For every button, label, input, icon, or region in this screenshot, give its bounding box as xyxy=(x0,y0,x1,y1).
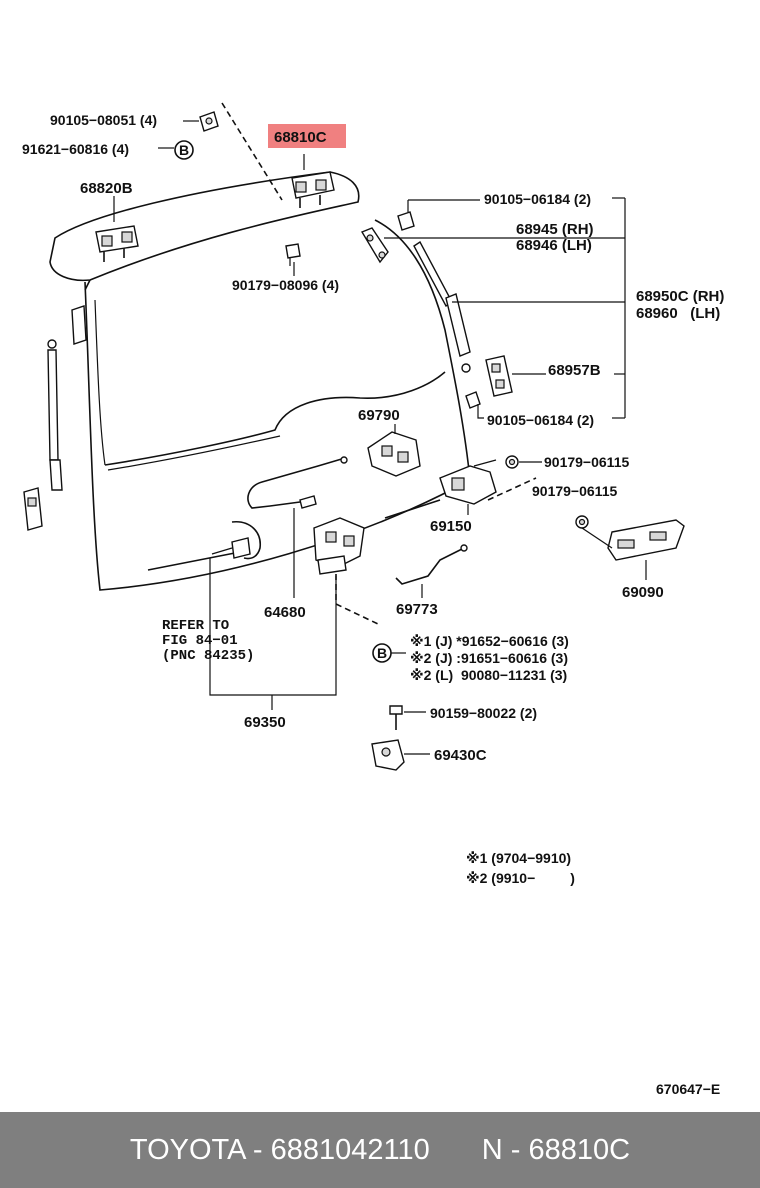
parts-diagram: 90105−08051 (4) 91621−60816 (4) B 68810C… xyxy=(22,102,724,1097)
bolt-icon xyxy=(199,111,219,132)
left-hinge-drawing xyxy=(23,487,43,531)
part-69350-drawing xyxy=(313,517,365,575)
part-68820b-drawing xyxy=(95,225,139,262)
label-diagram-code: 670647−E xyxy=(656,1081,720,1097)
part-68957b-drawing xyxy=(485,355,513,397)
part-69790-drawing xyxy=(367,431,421,477)
label-68946: 68946 (LH) xyxy=(516,237,592,254)
highlight-box xyxy=(268,124,346,148)
footer-bar: TOYOTA - 6881042110 N - 68810C xyxy=(0,1112,760,1188)
footer-pnc: N - 68810C xyxy=(481,1133,631,1166)
label-note-1: ※1 (9704−9910) xyxy=(466,850,571,866)
label-68950c: 68950C (RH) xyxy=(636,288,724,305)
label-9162160816: 91621−60816 (4) xyxy=(22,141,129,157)
part-69150-drawing xyxy=(439,459,497,505)
b-callout-top xyxy=(174,140,194,160)
label-69773: 69773 xyxy=(396,601,438,618)
label-refer-fig: FIG 84−01 xyxy=(162,633,238,649)
back-door-outline xyxy=(49,171,471,591)
label-64680: 64680 xyxy=(264,604,306,621)
label-68945: 68945 (RH) xyxy=(516,221,594,238)
label-69090: 69090 xyxy=(622,584,664,601)
bolt-icon xyxy=(465,391,481,409)
label-68957b: 68957B xyxy=(548,362,601,379)
label-bolt-3: ※2 (L) 90080−11231 (3) xyxy=(410,667,567,683)
nut-icon xyxy=(285,243,301,266)
label-69790: 69790 xyxy=(358,407,400,424)
label-bolt-2: ※2 (J) :91651−60616 (3) xyxy=(410,650,568,666)
label-9017906115-a: 90179−06115 xyxy=(544,454,629,470)
part-69773-drawing xyxy=(395,544,468,585)
label-69350: 69350 xyxy=(244,714,286,731)
label-9017908096: 90179−08096 (4) xyxy=(232,277,339,293)
switch-connector-drawing xyxy=(231,521,261,560)
label-9010506184-bottom: 90105−06184 (2) xyxy=(487,412,594,428)
label-9017906115-b: 90179−06115 xyxy=(532,483,617,499)
bolt-icon xyxy=(389,705,403,730)
label-refer-to: REFER TO xyxy=(162,618,229,634)
label-69150: 69150 xyxy=(430,518,472,535)
dashed-leader xyxy=(221,102,283,201)
part-64680-drawing xyxy=(247,456,348,509)
nut-icon xyxy=(505,455,519,469)
footer-part-number: TOYOTA - 6881042110 xyxy=(129,1133,430,1166)
label-68810c[interactable]: 68810C xyxy=(274,129,327,146)
label-68820b: 68820B xyxy=(80,180,133,197)
label-refer-pnc: (PNC 84235) xyxy=(162,648,254,664)
left-bracket-drawing xyxy=(71,305,87,345)
bolt-icon xyxy=(397,211,415,231)
label-b-bottom: B xyxy=(377,645,387,661)
label-9015980022: 90159−80022 (2) xyxy=(430,705,537,721)
part-68810c-drawing xyxy=(291,171,335,208)
label-9010506184-top: 90105−06184 (2) xyxy=(484,191,591,207)
nut-icon xyxy=(575,515,589,529)
label-bolt-1: ※1 (J) *91652−60616 (3) xyxy=(410,633,569,649)
label-note-2: ※2 (9910− ) xyxy=(466,870,575,886)
label-68960: 68960 (LH) xyxy=(636,305,720,322)
gas-strut-right xyxy=(413,240,471,373)
label-9010508051: 90105−08051 (4) xyxy=(50,112,157,128)
part-69090-drawing xyxy=(607,519,685,561)
label-69430c: 69430C xyxy=(434,747,487,764)
part-69430c-drawing xyxy=(371,739,405,771)
label-b-top: B xyxy=(179,142,189,158)
hinge-drawing xyxy=(360,227,389,264)
gas-strut-left xyxy=(47,339,63,491)
